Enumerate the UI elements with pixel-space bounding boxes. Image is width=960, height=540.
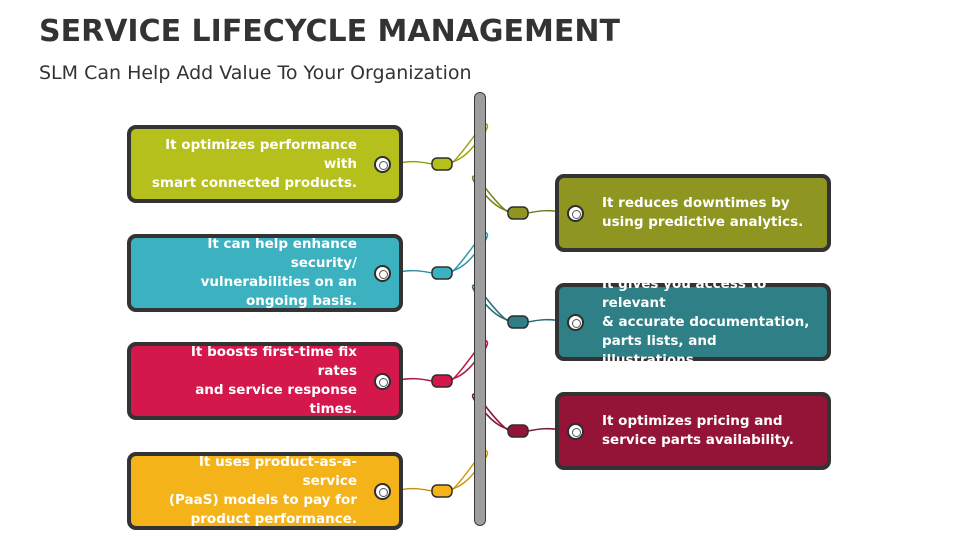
tag-knot-icon [431, 484, 453, 498]
tag-knot-icon [507, 424, 529, 438]
tag-text: It gives you access to relevant & accurat… [602, 275, 815, 370]
tag-knot-icon [431, 374, 453, 388]
tag-text-line: using predictive analytics. [602, 214, 804, 230]
tag-hole-icon [374, 372, 391, 390]
tag-hole-icon [374, 264, 391, 282]
tag-card-6: It optimizes pricing and service parts av… [555, 392, 831, 470]
tag-card-2: It reduces downtimes by using predictive … [555, 174, 831, 252]
tag-text-line: parts lists, and illustrations. [602, 332, 717, 368]
tag-knot-icon [431, 157, 453, 171]
tag-text-line: It boosts first-time fix rates [190, 344, 357, 379]
tag-knot-icon [507, 315, 529, 329]
tag-text: It uses product-as-a-service (PaaS) model… [147, 453, 357, 529]
tag-text-line: It optimizes performance with [165, 136, 357, 172]
tag-text-line: It can help enhance security/ [207, 236, 357, 271]
tag-text: It optimizes performance with smart conne… [147, 136, 357, 193]
tag-text-line: service parts availability. [602, 432, 794, 448]
tag-hole-icon [374, 482, 391, 500]
tag-text: It optimizes pricing and service parts av… [602, 412, 794, 450]
tag-text-line: It gives you access to relevant [602, 275, 767, 311]
tag-card-7: It uses product-as-a-service (PaaS) model… [127, 452, 403, 530]
hanging-pole [474, 92, 486, 526]
tag-text-line: (PaaS) models to pay for [168, 492, 357, 508]
tag-text: It reduces downtimes by using predictive … [602, 194, 803, 232]
tag-text-line: It reduces downtimes by [602, 195, 790, 211]
tag-text-line: product performance. [190, 511, 357, 527]
tag-card-1: It optimizes performance with smart conne… [127, 125, 403, 203]
tag-text: It can help enhance security/vulnerabili… [147, 235, 357, 311]
tag-hole-icon [374, 155, 391, 173]
tag-text-line: It optimizes pricing and [602, 413, 783, 429]
tag-hole-icon [567, 422, 584, 440]
page-title: SERVICE LIFECYCLE MANAGEMENT [39, 14, 620, 49]
tag-text-line: It uses product-as-a-service [198, 454, 357, 489]
tag-knot-icon [507, 206, 529, 220]
tag-card-4: It gives you access to relevant & accurat… [555, 276, 831, 368]
tag-text-line: and service response times. [195, 382, 357, 417]
tag-text-line: & accurate documentation, [602, 313, 810, 330]
tag-text-line: smart connected products. [151, 174, 357, 191]
page-subtitle: SLM Can Help Add Value To Your Organizat… [39, 62, 472, 84]
tag-text-line: vulnerabilities on an ongoing basis. [200, 274, 357, 309]
tag-hole-icon [567, 313, 584, 331]
tag-knot-icon [431, 266, 453, 280]
tag-hole-icon [567, 204, 584, 222]
tag-card-3: It can help enhance security/vulnerabili… [127, 234, 403, 312]
